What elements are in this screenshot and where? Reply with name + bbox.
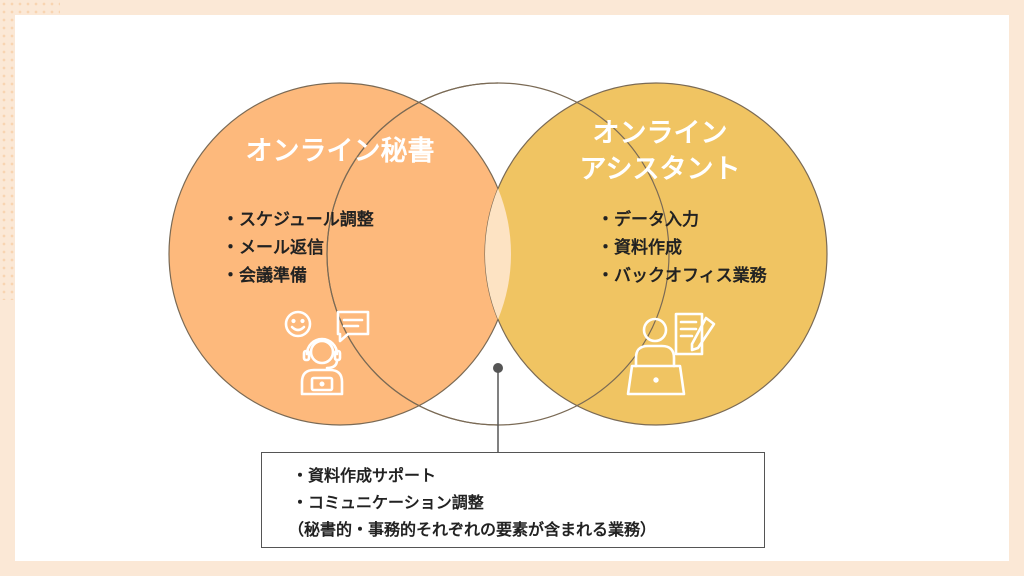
left-circle-list: スケジュール調整 メール返信 会議準備 <box>222 206 374 290</box>
list-item: メール返信 <box>222 234 374 262</box>
list-item: スケジュール調整 <box>222 206 374 234</box>
right-circle-title-line2: アシスタント <box>579 154 741 185</box>
overlap-callout-box: 資料作成サポート コミュニケーション調整 （秘書的・事務的それぞれの要素が含まれ… <box>261 452 765 548</box>
person-laptop-document-icon <box>626 312 716 396</box>
list-item: 資料作成 <box>597 234 767 262</box>
list-item: バックオフィス業務 <box>597 262 767 290</box>
overlap-note: （秘書的・事務的それぞれの要素が含まれる業務） <box>288 520 657 539</box>
list-item: 会議準備 <box>222 262 374 290</box>
overlap-item: コミュニケーション調整 <box>292 489 764 516</box>
overlap-item: 資料作成サポート <box>292 462 764 489</box>
right-circle-title: オンライン アシスタント <box>530 116 790 188</box>
left-circle-title: オンライン秘書 <box>245 136 435 167</box>
right-circle-list: データ入力 資料作成 バックオフィス業務 <box>597 206 767 290</box>
operator-headset-chat-icon <box>284 310 370 396</box>
list-item: データ入力 <box>597 206 767 234</box>
right-circle-title-line1: オンライン <box>592 118 728 149</box>
